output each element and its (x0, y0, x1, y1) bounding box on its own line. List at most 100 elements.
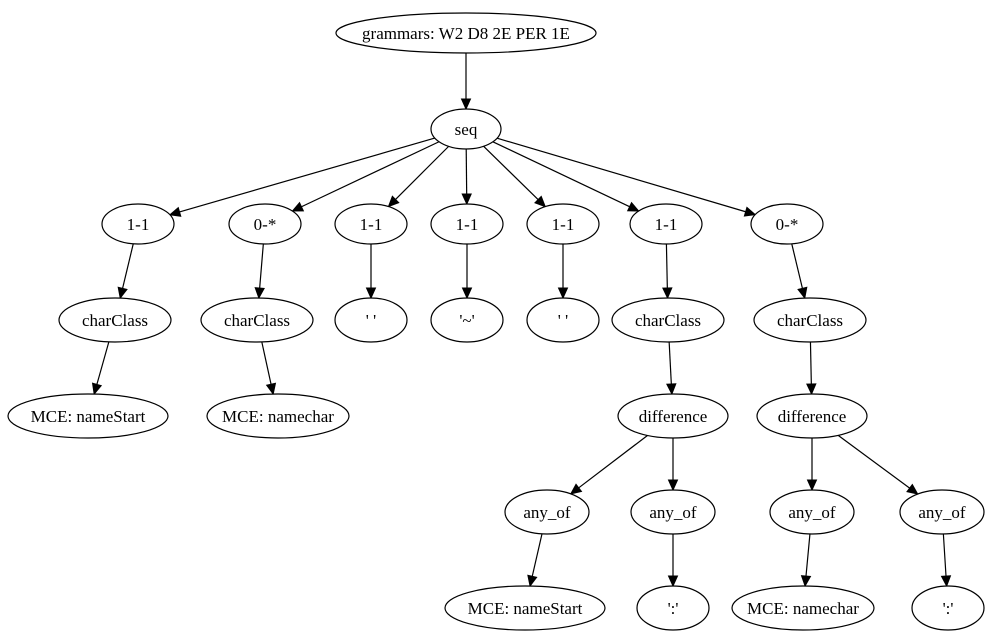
node-label: MCE: nameStart (31, 407, 146, 426)
edge-line (395, 145, 450, 200)
node-ellipse (899, 489, 985, 535)
edge-line (96, 341, 110, 385)
node-ellipse (769, 489, 855, 535)
edge-q3-to-lit3 (365, 244, 377, 300)
edge-q1-to-cc1 (117, 243, 134, 300)
node-label: charClass (224, 311, 290, 330)
arrowhead-icon (666, 383, 677, 396)
edge-diff7-to-any7a (806, 438, 818, 492)
node-q2: 0-* (228, 203, 302, 245)
node-ellipse (335, 12, 597, 54)
edge-q4-to-lit4 (461, 244, 473, 300)
node-label: any_of (788, 503, 836, 522)
edge-line (837, 434, 911, 489)
node-root: grammars: W2 D8 2E PER 1E (335, 12, 597, 54)
node-ellipse (504, 489, 590, 535)
arrowhead-icon (461, 193, 472, 206)
node-q4: 1-1 (430, 203, 504, 245)
edge-cc2-to-mce2 (261, 341, 277, 396)
edge-line (805, 533, 811, 577)
arrowhead-icon (906, 483, 919, 495)
edge-line (121, 243, 134, 289)
node-q3: 1-1 (334, 203, 408, 245)
node-ellipse (611, 297, 725, 343)
edge-seq-to-q1 (168, 137, 435, 217)
node-label: 1-1 (127, 215, 150, 234)
node-label: any_of (649, 503, 697, 522)
arrowhead-icon (800, 575, 812, 588)
edge-q5-to-lit5 (557, 244, 569, 300)
node-ellipse (334, 203, 408, 245)
edge-line (301, 141, 440, 208)
arrowhead-icon (626, 201, 640, 212)
node-ellipse (753, 297, 867, 343)
edge-line (665, 243, 668, 289)
node-ellipse (731, 585, 875, 631)
node-label: 1-1 (456, 215, 479, 234)
node-label: charClass (635, 311, 701, 330)
arrowhead-icon (265, 382, 277, 396)
edge-root-to-seq (460, 53, 472, 111)
node-mce1: MCE: nameStart (7, 393, 169, 439)
node-ellipse (636, 585, 710, 631)
node-ellipse (228, 203, 302, 245)
node-ellipse (206, 393, 350, 439)
node-ellipse (334, 297, 408, 343)
node-label: seq (455, 120, 478, 139)
edge-seq-to-q4 (461, 148, 472, 206)
node-lit5: ' ' (526, 297, 600, 343)
edge-line (179, 137, 435, 213)
edge-line (809, 341, 812, 385)
node-ellipse (7, 393, 169, 439)
node-q7: 0-* (750, 203, 824, 245)
node-label: charClass (82, 311, 148, 330)
arrowhead-icon (797, 286, 808, 300)
node-cc7: charClass (753, 297, 867, 343)
node-label: 1-1 (552, 215, 575, 234)
node-label: charClass (777, 311, 843, 330)
edge-diff7-to-any7b (837, 434, 919, 495)
edge-line (791, 243, 804, 289)
edge-seq-to-q5 (483, 145, 547, 208)
node-ellipse (756, 393, 868, 439)
node-label: ':' (943, 599, 954, 618)
node-label: ':' (668, 599, 679, 618)
arrowhead-icon (254, 287, 265, 300)
arrowhead-icon (569, 483, 583, 495)
edge-cc6-to-diff6 (666, 341, 677, 396)
arrowhead-icon (667, 479, 679, 492)
node-label: 0-* (254, 215, 277, 234)
node-any6a: any_of (504, 489, 590, 535)
node-ellipse (444, 585, 606, 631)
node-label: ' ' (558, 311, 568, 330)
node-label: 1-1 (360, 215, 383, 234)
node-ellipse (200, 297, 314, 343)
node-ellipse (526, 297, 600, 343)
edge-any7b-to-lit7b (940, 533, 952, 588)
node-cc2: charClass (200, 297, 314, 343)
node-ellipse (617, 393, 729, 439)
node-lit4: '~' (430, 297, 504, 343)
edge-diff6-to-any6b (667, 438, 679, 492)
node-cc1: charClass (58, 297, 172, 343)
arrowhead-icon (460, 98, 472, 111)
node-any6b: any_of (630, 489, 716, 535)
node-label: any_of (918, 503, 966, 522)
node-q1: 1-1 (101, 203, 175, 245)
node-ellipse (58, 297, 172, 343)
node-lit3: ' ' (334, 297, 408, 343)
node-ellipse (430, 297, 504, 343)
edge-diff6-to-any6a (569, 435, 648, 495)
node-label: MCE: namechar (747, 599, 859, 618)
edges-layer (91, 53, 952, 588)
edge-cc1-to-mce1 (91, 341, 110, 396)
node-label: any_of (523, 503, 571, 522)
node-label: difference (639, 407, 708, 426)
node-label: '~' (459, 311, 474, 330)
edge-line (942, 533, 947, 577)
edge-line (496, 137, 746, 213)
arrowhead-icon (667, 575, 679, 588)
edge-line (483, 145, 539, 201)
edge-line (261, 341, 272, 385)
node-mce6a: MCE: nameStart (444, 585, 606, 631)
